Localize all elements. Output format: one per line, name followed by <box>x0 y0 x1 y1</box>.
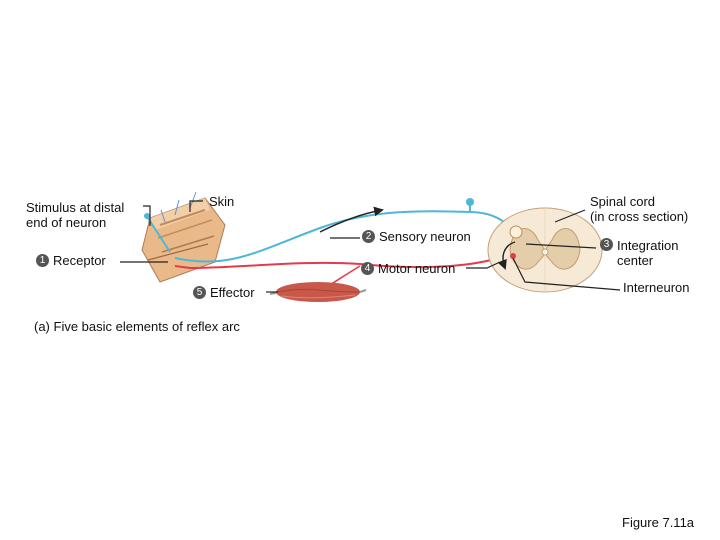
integration-center-label: 3 Integration center <box>600 238 678 268</box>
leader-lines <box>120 200 621 293</box>
figure-number: Figure 7.11a <box>622 515 695 530</box>
badge-icon: 2 <box>362 230 375 243</box>
interneuron-label: Interneuron <box>623 280 690 295</box>
badge-icon: 5 <box>193 286 206 299</box>
receptor-text: Receptor <box>53 253 106 268</box>
badge-icon: 4 <box>361 262 374 275</box>
sensory-neuron <box>174 210 516 263</box>
spinal-cord-label: Spinal cord (in cross section) <box>590 194 689 224</box>
diagram-caption: (a) Five basic elements of reflex arc <box>34 319 240 334</box>
stimulus-neuron-tip <box>144 213 171 253</box>
sensory-cell-body <box>466 198 474 212</box>
effector-label: 5 Effector <box>193 285 255 300</box>
stimulus-label: Stimulus at distal end of neuron <box>26 200 125 230</box>
badge-icon: 1 <box>36 254 49 267</box>
effector-muscle <box>269 282 367 302</box>
interneuron-dot <box>510 253 516 259</box>
effector-text: Effector <box>210 285 255 300</box>
receptor-label: 1 Receptor <box>36 253 106 268</box>
motor-neuron-text: Motor neuron <box>378 261 456 276</box>
motor-neuron <box>174 251 516 270</box>
integration-center-text: Integration center <box>617 238 679 268</box>
skin-label: Skin <box>209 194 235 209</box>
sensory-neuron-text: Sensory neuron <box>379 229 471 244</box>
sensory-neuron-label: 2 Sensory neuron <box>362 229 471 244</box>
arrow-icon <box>497 241 516 270</box>
arrow-icon <box>319 206 384 233</box>
spinal-cord-cross-section <box>487 207 603 293</box>
motor-neuron-label: 4 Motor neuron <box>361 261 455 276</box>
badge-icon: 3 <box>600 238 613 251</box>
